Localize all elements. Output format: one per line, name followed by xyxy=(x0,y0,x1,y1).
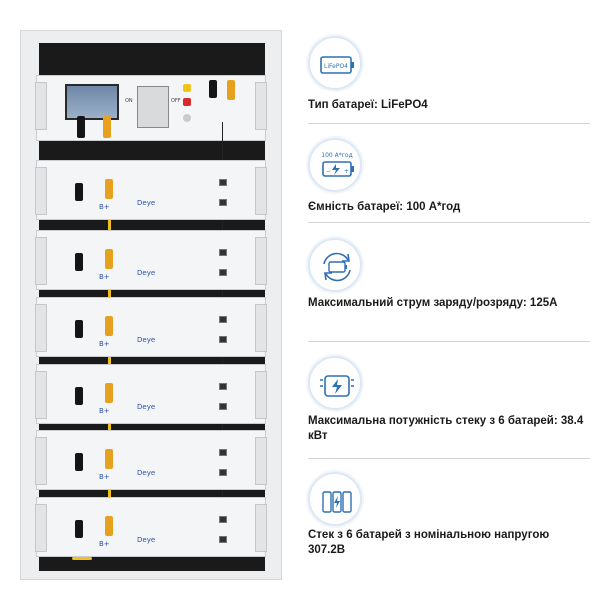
divider xyxy=(308,458,590,459)
divider xyxy=(308,341,590,342)
feature-stack-power: Максимальна потужність стеку з 6 батарей… xyxy=(308,356,584,456)
negative-plug xyxy=(75,183,83,201)
brand-label: Deye xyxy=(137,403,156,411)
icon-text: LiFePO4 xyxy=(324,63,348,70)
mount-ear-left xyxy=(35,237,47,285)
comm-port xyxy=(219,179,227,186)
control-display xyxy=(65,84,119,120)
stack-power-icon xyxy=(308,356,362,410)
mount-ear-left xyxy=(35,437,47,485)
negative-plug xyxy=(75,453,83,471)
breaker-switch xyxy=(137,86,169,128)
power-plug-black xyxy=(209,80,217,98)
negative-plug xyxy=(75,520,83,538)
divider xyxy=(308,222,590,223)
status-led-red xyxy=(183,98,191,106)
comm-port xyxy=(219,449,227,456)
mount-ear-right xyxy=(255,237,267,285)
on-label: ON xyxy=(125,98,133,104)
battery-capacity-icon: 100 A*год − + xyxy=(308,138,362,192)
battery-module: B+ Deye xyxy=(35,497,267,557)
positive-plug xyxy=(105,449,113,469)
feature-stack-voltage: Стек з 6 батарей з номінальною напругою … xyxy=(308,472,584,582)
off-label: OFF xyxy=(171,98,181,104)
brand-label: Deye xyxy=(137,199,156,207)
feature-text: Стек з 6 батарей з номінальною напругою … xyxy=(308,529,550,556)
terminal-label: B+ xyxy=(99,203,110,211)
mount-ear-left xyxy=(35,167,47,215)
svg-text:+: + xyxy=(344,168,349,175)
battery-module: B+ Deye xyxy=(35,430,267,490)
battery-module: B+ Deye xyxy=(35,297,267,357)
comm-port xyxy=(219,469,227,476)
mount-ear-right xyxy=(255,371,267,419)
positive-plug xyxy=(105,316,113,336)
comm-port xyxy=(219,336,227,343)
power-plug-orange xyxy=(227,80,235,100)
battery-module: B+ Deye xyxy=(35,230,267,290)
feature-max-current: Максимальний струм заряду/розряду: 125А xyxy=(308,238,584,338)
terminal-label: B+ xyxy=(99,407,110,415)
comm-port xyxy=(219,383,227,390)
status-led-yellow xyxy=(183,84,191,92)
comm-port xyxy=(219,199,227,206)
comm-port xyxy=(219,536,227,543)
comm-port xyxy=(219,516,227,523)
feature-battery-capacity: 100 A*год − + Ємність батареї: 100 А*год xyxy=(308,138,584,228)
charge-discharge-cycle-icon xyxy=(308,238,362,292)
mount-ear-right xyxy=(255,167,267,215)
terminal-label: B+ xyxy=(99,473,110,481)
mount-ear-left xyxy=(35,504,47,552)
feature-battery-type: LiFePO4 Тип батареї: LiFePO4 xyxy=(308,36,584,156)
feature-text: Ємність батареї: 100 А*год xyxy=(308,201,461,213)
mount-ear-left xyxy=(35,304,47,352)
battery-module: B+ Deye xyxy=(35,160,267,220)
brand-label: Deye xyxy=(137,269,156,277)
comm-port xyxy=(219,269,227,276)
mount-ear-right xyxy=(255,504,267,552)
mount-ear-right xyxy=(255,437,267,485)
link-cable xyxy=(108,220,111,234)
brand-label: Deye xyxy=(137,336,156,344)
divider xyxy=(308,123,590,124)
mount-ear-right xyxy=(255,82,267,130)
lifepo4-battery-icon: LiFePO4 xyxy=(308,36,362,90)
mount-ear-left xyxy=(35,82,47,130)
positive-plug xyxy=(105,383,113,403)
mount-ear-left xyxy=(35,371,47,419)
comm-port xyxy=(219,249,227,256)
positive-plug xyxy=(105,516,113,536)
comm-port xyxy=(219,403,227,410)
terminal-label: B+ xyxy=(99,273,110,281)
comm-port xyxy=(219,316,227,323)
terminal-label: B+ xyxy=(99,540,110,548)
battery-stack-voltage-icon xyxy=(308,472,362,526)
negative-plug xyxy=(75,387,83,405)
feature-text: Тип батареї: LiFePO4 xyxy=(308,99,428,111)
terminal-label: B+ xyxy=(99,340,110,348)
control-unit: ON OFF xyxy=(35,75,267,141)
positive-plug xyxy=(105,179,113,199)
positive-plug xyxy=(105,249,113,269)
negative-plug xyxy=(75,320,83,338)
link-cable xyxy=(72,557,92,560)
output-plug-orange xyxy=(103,116,111,138)
mount-ear-right xyxy=(255,304,267,352)
negative-plug xyxy=(75,253,83,271)
brand-label: Deye xyxy=(137,469,156,477)
feature-text: Максимальний струм заряду/розряду: 125А xyxy=(308,297,558,309)
feature-text: Максимальна потужність стеку з 6 батарей… xyxy=(308,415,584,442)
reset-button-icon xyxy=(183,114,191,122)
battery-module: B+ Deye xyxy=(35,364,267,424)
icon-text: 100 A*год xyxy=(321,152,352,159)
svg-text:−: − xyxy=(326,168,331,175)
brand-label: Deye xyxy=(137,536,156,544)
output-plug-black xyxy=(77,116,85,138)
